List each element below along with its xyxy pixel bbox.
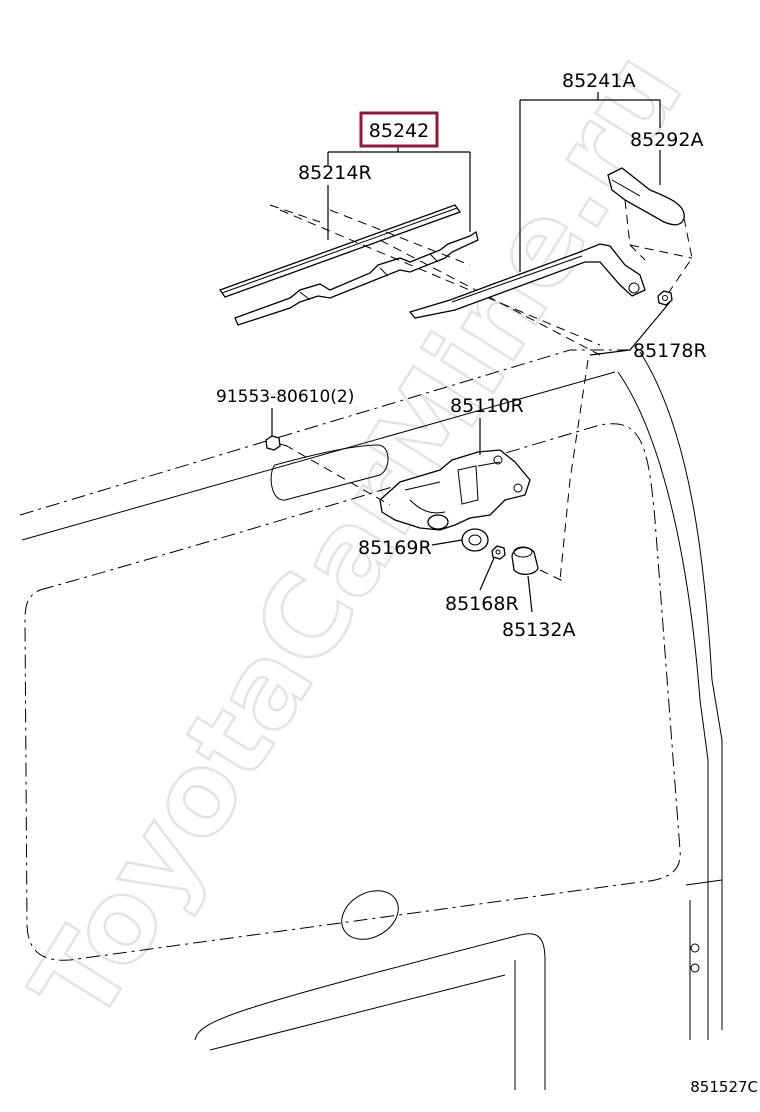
highlight-box: [359, 111, 439, 148]
label-91553[interactable]: 91553-80610(2): [216, 387, 354, 407]
label-85168r[interactable]: 85168R: [445, 593, 519, 615]
pivot-cap: [511, 546, 539, 575]
label-85241a[interactable]: 85241A: [562, 70, 635, 92]
diagram-code: 851527C: [690, 1078, 758, 1096]
nut: [491, 545, 506, 560]
arm-nut: [657, 290, 673, 306]
label-85242[interactable]: 85242: [369, 120, 429, 142]
wiper-motor: [284, 444, 531, 531]
leader-lines: [271, 92, 671, 613]
label-85132a[interactable]: 85132A: [502, 619, 575, 641]
bolt: [265, 435, 288, 451]
label-85178r[interactable]: 85178R: [633, 340, 707, 362]
label-85214r[interactable]: 85214R: [298, 162, 372, 184]
grommet: [461, 528, 489, 552]
label-85110r[interactable]: 85110R: [450, 395, 524, 417]
label-85292a[interactable]: 85292A: [630, 129, 703, 151]
wiper-arm: [408, 243, 646, 319]
arm-cover: [607, 167, 693, 299]
label-85169r[interactable]: 85169R: [358, 537, 432, 559]
back-door-outline: [19, 349, 723, 1090]
